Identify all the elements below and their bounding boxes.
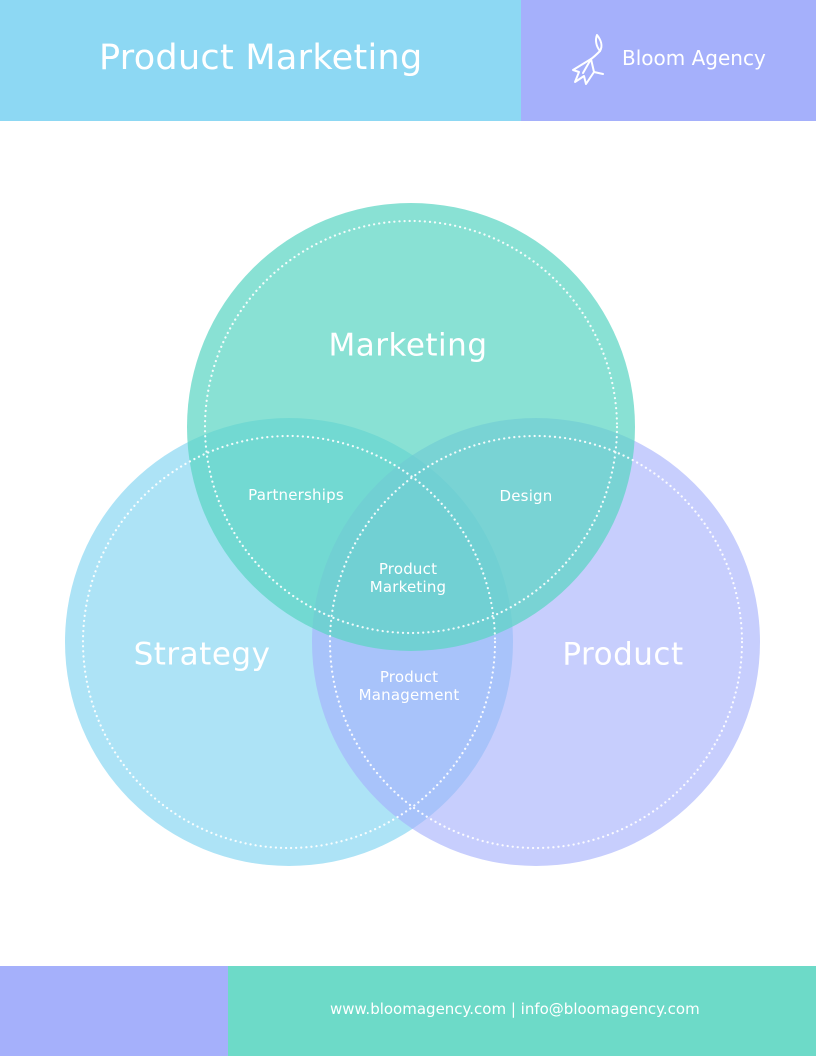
venn-svg (65, 203, 760, 866)
bellflower-icon (572, 34, 604, 85)
partnerships-label: Partnerships (248, 486, 344, 504)
product-dotted-ring (328, 434, 744, 850)
brand-name: Bloom Agency (622, 46, 766, 70)
marketing-dotted-ring (203, 219, 619, 635)
strategy-dotted-ring (81, 434, 497, 850)
marketing-circle (187, 203, 635, 651)
header-banner: Product Marketing (0, 0, 521, 121)
footer-accent (0, 966, 228, 1056)
brand-panel (521, 0, 816, 121)
contact-info: www.bloomagency.com | info@bloomagency.c… (330, 1000, 700, 1018)
design-label: Design (499, 487, 553, 505)
product-management-label: Product Management (358, 668, 460, 704)
footer-bar (228, 966, 816, 1056)
venn-diagram: Marketing Strategy Product Partnerships … (0, 121, 816, 966)
product-label: Product (562, 636, 684, 673)
page-title: Product Marketing (99, 38, 423, 78)
marketing-label: Marketing (328, 327, 488, 364)
strategy-label: Strategy (133, 636, 271, 673)
product-marketing-label: Product Marketing (369, 560, 447, 596)
